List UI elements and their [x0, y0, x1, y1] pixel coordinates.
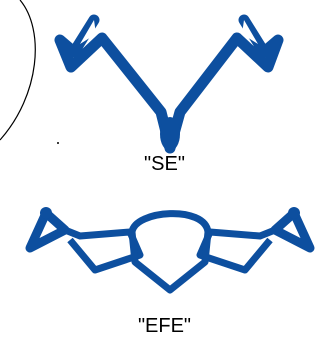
se-caption: "SE"	[0, 153, 329, 175]
circle-arc-outline	[0, 0, 35, 140]
efe-center-dome	[132, 214, 208, 290]
se-bottom-lobe	[160, 117, 180, 151]
efe-right-quad	[200, 230, 275, 270]
efe-caption: "EFE"	[0, 315, 329, 337]
dot-marker	[57, 142, 59, 144]
efe-right-tip	[288, 207, 300, 219]
efe-left-tip	[40, 207, 52, 219]
efe-left-quad	[65, 230, 140, 270]
se-shape	[60, 20, 278, 151]
efe-shape	[30, 207, 310, 290]
